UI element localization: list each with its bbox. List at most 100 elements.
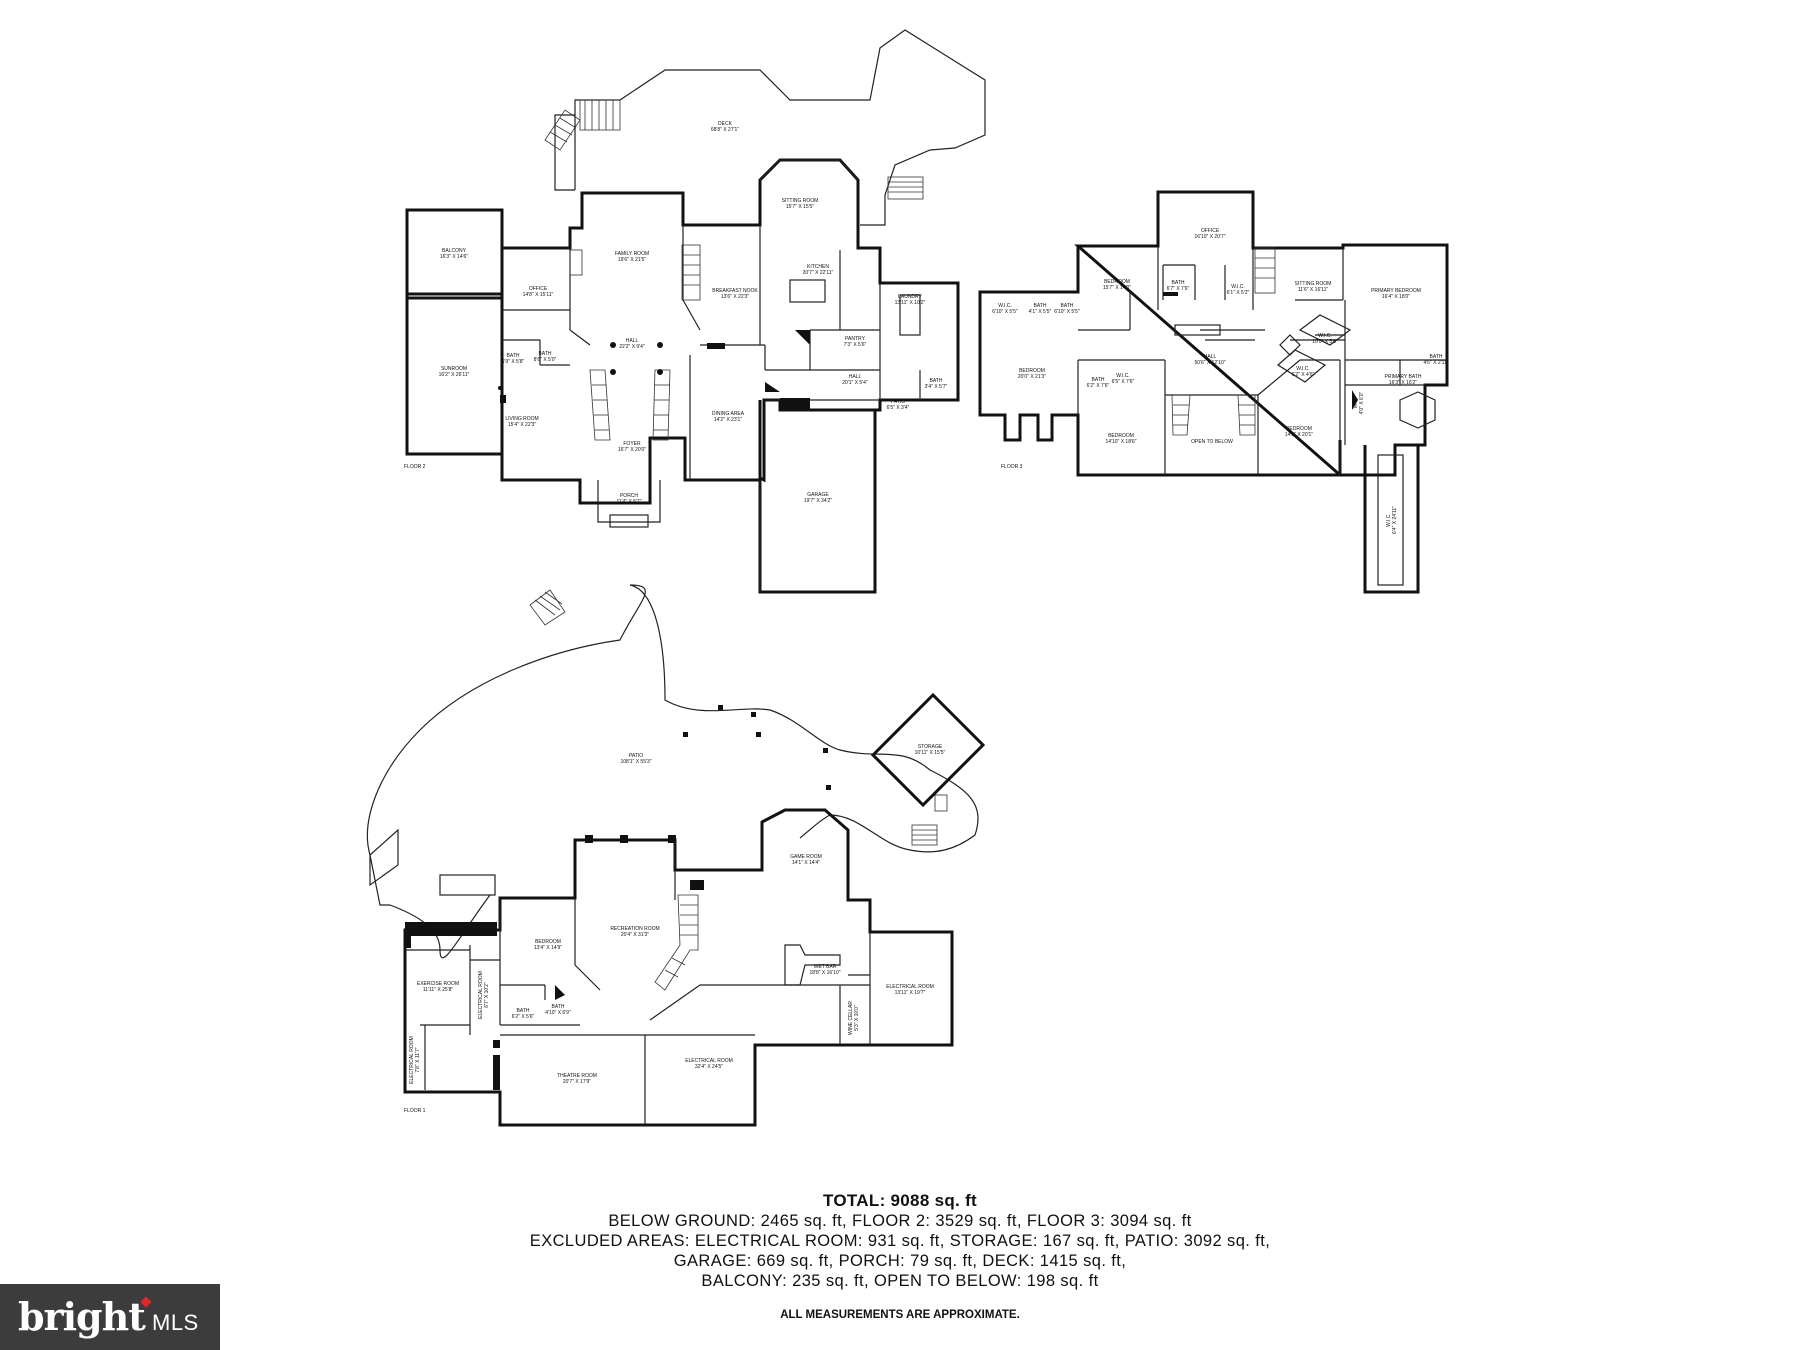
bed3a-name: BEDROOM [1104, 279, 1130, 285]
total-area: TOTAL: 9088 sq. ft [822, 1191, 978, 1210]
svg-text:ELECTRICAL ROOM7'8" X 11'7": ELECTRICAL ROOM7'8" X 11'7" [409, 1036, 421, 1084]
bed1-name: BEDROOM [535, 939, 561, 945]
hall2-name: HALL [626, 338, 639, 344]
exercise-dim: 11'11" X 25'8" [423, 987, 454, 993]
bright-mls-logo: bright MLS [0, 1284, 220, 1350]
sitting2-name: SITTING ROOM [782, 198, 819, 204]
game-name: GAME ROOM [790, 854, 822, 860]
office3-name: OFFICE [1201, 228, 1220, 234]
bed1-dim: 13'4" X 14'9" [534, 945, 562, 951]
svg-text:W.I.C.6'5" X 7'6": W.I.C.6'5" X 7'6" [1112, 373, 1135, 385]
elec1-name: ELECTRICAL ROOM [886, 984, 934, 990]
patio2-dim: 6'5" X 3'4" [887, 405, 910, 411]
approximate-note: ALL MEASUREMENTS ARE APPROXIMATE. [780, 1309, 1020, 1321]
sunroom-dim: 16'2" X 26'11" [439, 372, 470, 378]
wic3b-name: W.I.C. [998, 303, 1012, 309]
hall3-name: HALL [1204, 354, 1217, 360]
patio-stairs [529, 589, 948, 846]
deck-name: DECK [718, 121, 733, 127]
bath3d-name: BATH [1092, 377, 1105, 383]
sitting3-name: SITTING ROOM [1295, 281, 1332, 287]
bath3c-name: BATH [1061, 303, 1074, 309]
svg-text:W.I.C.6'1" X 5'2": W.I.C.6'1" X 5'2" [1227, 284, 1250, 296]
bed3d-name: BEDROOM [1286, 426, 1312, 432]
elec2-name: ELECTRICAL ROOM [478, 971, 484, 1019]
bath3c-dim: 6'10" X 5'5" [1054, 309, 1080, 315]
rec-name: RECREATION ROOM [610, 926, 659, 932]
family-dim: 19'6" X 21'5" [618, 257, 646, 263]
elec3-dim: 32'4" X 24'5" [695, 1064, 723, 1070]
bed3d-dim: 14'0" X 20'1" [1285, 432, 1313, 438]
pbath-name: PRIMARY BATH [1385, 374, 1422, 380]
pantry-dim: 7'3" X 5'6" [844, 342, 867, 348]
pbath-dim: 16'3" X 16'2" [1389, 380, 1417, 386]
laundry-dim: 13'11" X 10'2" [895, 300, 926, 306]
game-dim: 14'1" X 14'4" [792, 860, 820, 866]
rec-dim: 20'4" X 31'3" [621, 932, 649, 938]
bath3e-name: BATH [1430, 354, 1443, 360]
wic3d-name: W.I.C. [1318, 333, 1332, 339]
wc3-name: W.C. [1353, 398, 1359, 409]
wic3a-dim: 6'1" X 5'2" [1227, 290, 1250, 296]
floor-2-columns [498, 342, 663, 390]
living-name: LIVING ROOM [505, 416, 538, 422]
garage-dim: 19'7" X 34'2" [804, 498, 832, 504]
primary-dim: 16'4" X 18'0" [1382, 294, 1410, 300]
floor-3-stairs [1171, 247, 1276, 436]
svg-text:W.C.4'0" X 6'0": W.C.4'0" X 6'0" [1353, 391, 1365, 414]
floor-2-label: FLOOR 2 [404, 464, 426, 470]
sitting2-dim: 15'7" X 15'5" [786, 204, 814, 210]
wc3-dim: 4'0" X 6'0" [1359, 391, 1365, 414]
area-breakdown-line-2: EXCLUDED AREAS: ELECTRICAL ROOM: 931 sq.… [529, 1232, 1271, 1250]
elec2-dim: 6'7" X 10'2" [484, 982, 490, 1008]
patio-posts [683, 705, 831, 790]
laundry-counter [899, 294, 921, 336]
bath1b-name: BATH [552, 1004, 565, 1010]
pantry-name: PANTRY [845, 336, 865, 342]
svg-text:ELECTRICAL ROOM6'7" X 10'2": ELECTRICAL ROOM6'7" X 10'2" [478, 971, 490, 1019]
bath3b-name: BATH [1034, 303, 1047, 309]
hall3-dim: 50'6" X 12'10" [1194, 360, 1225, 366]
bath1a-dim: 6'2" X 5'6" [512, 1014, 535, 1020]
bath2b-name: BATH [539, 351, 552, 357]
bath2a-name: BATH [507, 353, 520, 359]
wetbar-name: WET BAR [814, 964, 837, 970]
bath3d-dim: 6'2" X 7'6" [1087, 383, 1110, 389]
svg-text:OPEN TO BELOW: OPEN TO BELOW [1191, 439, 1233, 445]
dining-name: DINING AREA [712, 411, 745, 417]
elec4-dim: 7'8" X 11'7" [415, 1047, 421, 1072]
sunroom-name: SUNROOM [441, 366, 467, 372]
living-dim: 15'4" X 22'3" [508, 422, 536, 428]
svg-text:W.I.C.10'0" X 5'6": W.I.C.10'0" X 5'6" [1312, 333, 1338, 345]
wic3c-name: W.I.C. [1116, 373, 1130, 379]
balcony-dim: 16'3" X 14'6" [440, 254, 468, 260]
patio1-dim: 108'1" X 55'3" [620, 759, 651, 765]
laundry-name: LAUNDRY [898, 294, 922, 300]
